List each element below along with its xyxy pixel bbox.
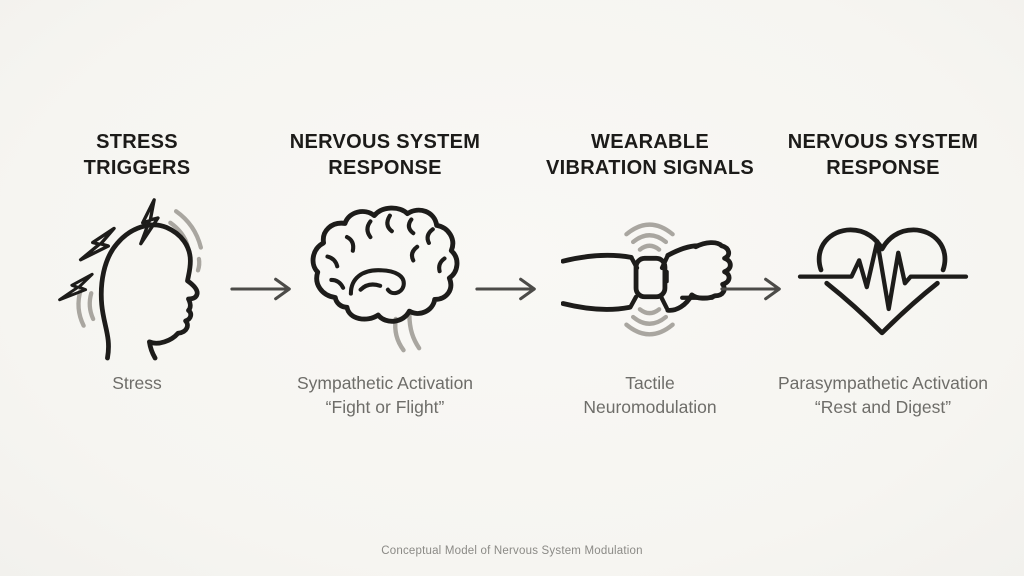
stage-sublabel: Parasympathetic Activation “Rest and Dig… (777, 373, 989, 417)
flow-arrow-icon (719, 276, 789, 302)
stage-column-wearable-vibration: WEARABLE VIBRATION SIGNALS (530, 130, 770, 419)
flow-arrow-icon (229, 276, 299, 302)
stage-column-nervous-response-parasympathetic: NERVOUS SYSTEM RESPONSE Parasympathetic … (758, 130, 1008, 419)
stage-sublabel: Tactile Neuromodulation (583, 373, 717, 417)
wearable-vibration-watch-icon (530, 184, 770, 372)
stage-column-nervous-response-sympathetic: NERVOUS SYSTEM RESPONSE (265, 130, 505, 419)
stage-column-stress-triggers: STRESS TRIGGERS Stress (17, 130, 257, 396)
flow-arrow-icon (474, 276, 544, 302)
stage-title: NERVOUS SYSTEM RESPONSE (289, 131, 481, 179)
stage-sublabel: Sympathetic Activation “Fight or Flight” (296, 373, 474, 417)
stage-title: STRESS TRIGGERS (83, 131, 191, 179)
stage-title: WEARABLE VIBRATION SIGNALS (545, 131, 755, 179)
diagram-caption: Conceptual Model of Nervous System Modul… (381, 545, 643, 557)
brain-icon (265, 184, 505, 372)
stage-title: NERVOUS SYSTEM RESPONSE (787, 131, 979, 179)
heart-ecg-icon (758, 184, 1008, 372)
stage-sublabel: Stress (112, 373, 162, 393)
stressed-head-icon (17, 184, 257, 372)
